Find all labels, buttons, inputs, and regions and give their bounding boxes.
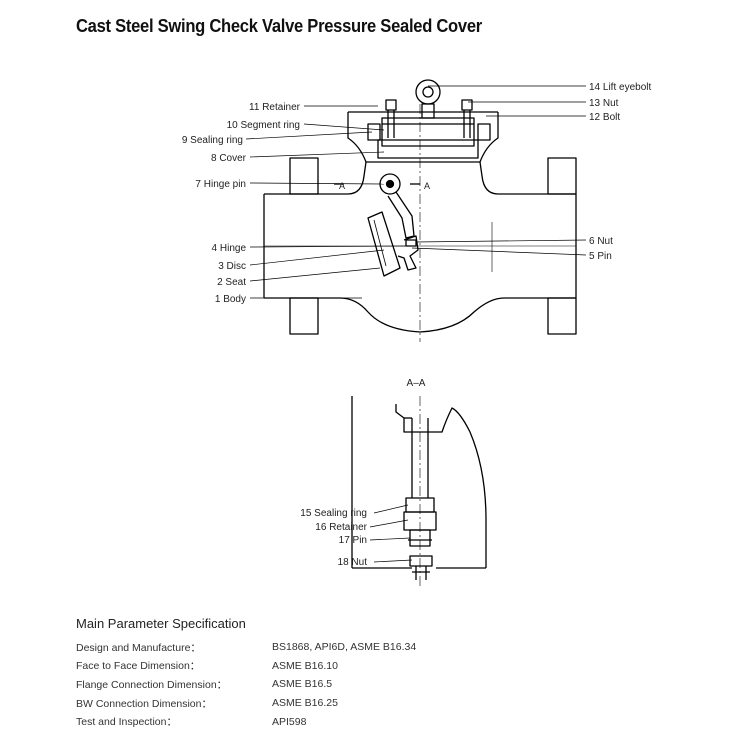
part-label-retainer-16: 16 Retainer: [315, 522, 367, 533]
part-labels-left: 11 Retainer 10 Segment ring 9 Sealing ri…: [182, 102, 301, 305]
section-mark-right: A: [424, 181, 430, 191]
part-label-nut-6: 6 Nut: [589, 236, 613, 247]
part-label-disc: 3 Disc: [218, 261, 246, 272]
spec-row: Design and Manufacture： BS1868, API6D, A…: [76, 638, 416, 657]
spec-value: BS1868, API6D, ASME B16.34: [272, 641, 417, 654]
diagram-title: Cast Steel Swing Check Valve Pressure Se…: [76, 16, 482, 36]
spec-value: ASME B16.5: [272, 678, 333, 691]
disc: [367, 211, 419, 277]
spec-row: Test and Inspection： API598: [76, 712, 416, 731]
section-mark-left: A: [339, 181, 345, 191]
spec-row: Flange Connection Dimension： ASME B16.5: [76, 675, 416, 694]
part-label-sealing-ring-15: 15 Sealing ring: [300, 508, 367, 519]
section-view-title: A–A: [407, 378, 426, 389]
part-label-nut-13: 13 Nut: [589, 98, 619, 109]
part-labels-right: 14 Lift eyebolt 13 Nut 12 Bolt 6 Nut 5 P…: [589, 82, 651, 262]
spec-label: Face to Face Dimension：: [76, 660, 201, 673]
spec-label: BW Connection Dimension：: [76, 697, 212, 710]
cover-assembly: [367, 117, 491, 159]
part-label-nut-18: 18 Nut: [338, 557, 368, 568]
part-label-segment-ring: 10 Segment ring: [227, 120, 300, 131]
part-label-body: 1 Body: [215, 294, 246, 305]
section-part-labels: 15 Sealing ring 16 Retainer 17 Pin 18 Nu…: [300, 508, 367, 568]
spec-value: API598: [272, 715, 307, 728]
leader-lines: [245, 85, 587, 563]
valve-body-outline: [263, 111, 577, 335]
spec-label: Flange Connection Dimension：: [76, 678, 228, 691]
valve-drawing: 11 Retainer 10 Segment ring 9 Sealing ri…: [182, 79, 651, 586]
hinge-arm: [387, 191, 415, 239]
part-label-bolt: 12 Bolt: [589, 112, 620, 123]
part-label-pin: 5 Pin: [589, 251, 612, 262]
lift-eyebolt: [415, 79, 441, 119]
part-label-pin-17: 17 Pin: [339, 535, 367, 546]
spec-value: ASME B16.10: [272, 659, 338, 672]
part-label-lift-eyebolt: 14 Lift eyebolt: [589, 82, 651, 93]
part-label-seat: 2 Seat: [217, 277, 246, 288]
bolts: [385, 99, 473, 138]
spec-label: Design and Manufacture：: [76, 641, 201, 654]
section-view-outline: [351, 396, 487, 580]
part-label-retainer: 11 Retainer: [249, 102, 301, 113]
part-label-sealing-ring: 9 Sealing ring: [182, 135, 243, 146]
spec-row: Face to Face Dimension： ASME B16.10: [76, 657, 416, 676]
spec-table: Design and Manufacture： BS1868, API6D, A…: [76, 638, 416, 731]
part-label-hinge: 4 Hinge: [212, 243, 247, 254]
spec-value: ASME B16.25: [272, 697, 338, 710]
part-label-cover: 8 Cover: [211, 153, 247, 164]
spec-row: BW Connection Dimension： ASME B16.25: [76, 694, 416, 713]
spec-heading: Main Parameter Specification: [76, 616, 246, 631]
part-label-hinge-pin: 7 Hinge pin: [195, 179, 246, 190]
spec-label: Test and Inspection：: [76, 716, 177, 729]
